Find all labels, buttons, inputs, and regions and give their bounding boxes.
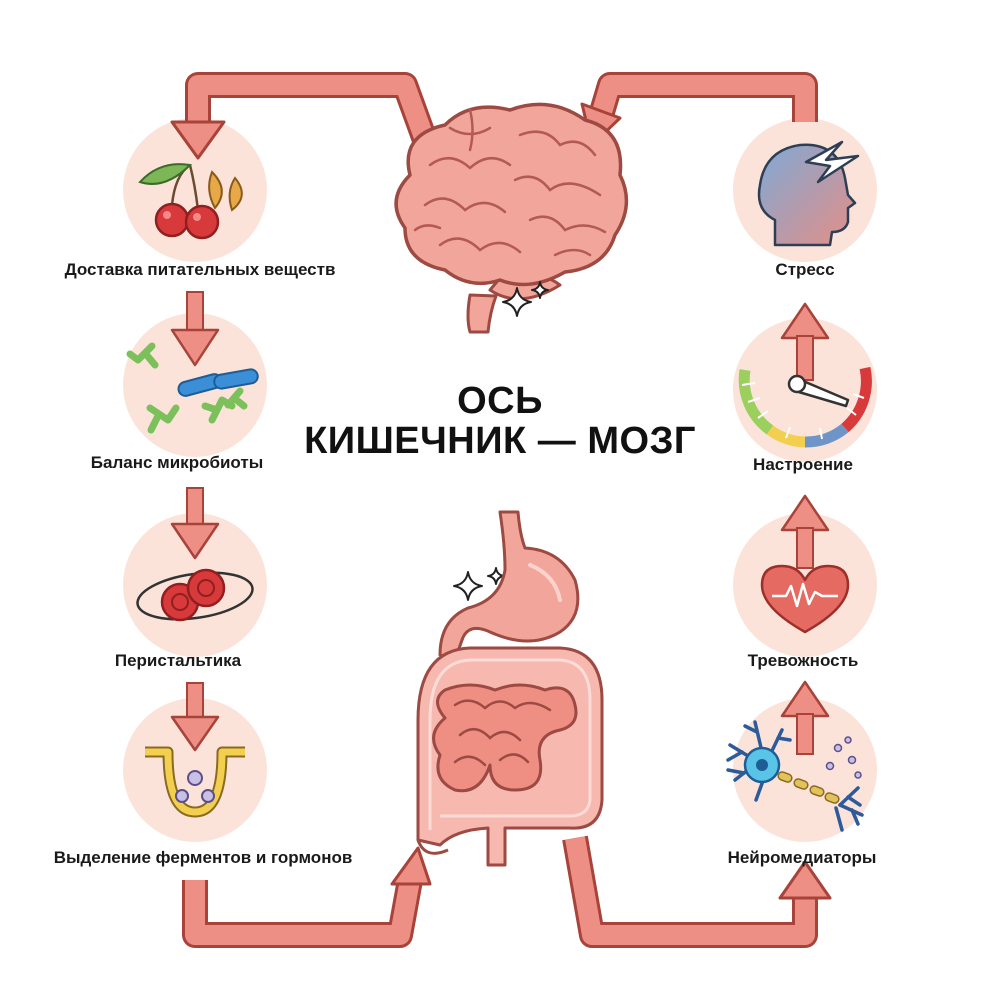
label-stress: Стресс xyxy=(775,260,835,279)
title-line-1: ОСЬ xyxy=(457,380,543,422)
arrow-down-1 xyxy=(170,291,220,367)
bacteria-icon xyxy=(126,342,259,434)
cells-icon xyxy=(136,568,254,622)
mood-gauge-icon xyxy=(738,366,872,448)
heart-pulse-icon xyxy=(760,564,850,634)
title-line-2: КИШЕЧНИК — МОЗГ xyxy=(304,420,696,462)
label-anxiety: Тревожность xyxy=(747,651,859,670)
loop-arrow-gut-to-neurotransmitters xyxy=(562,835,832,948)
brain-icon xyxy=(394,102,629,334)
label-microbiota-balance: Баланс микробиоты xyxy=(90,453,264,472)
neuron-icon xyxy=(726,720,864,832)
label-nutrient-delivery: Доставка питательных веществ xyxy=(64,260,336,279)
arrow-up-2 xyxy=(780,494,830,569)
stressed-head-icon xyxy=(757,140,860,247)
arrow-down-2 xyxy=(170,487,220,560)
label-peristalsis: Перистальтика xyxy=(114,651,242,670)
digestive-system-icon xyxy=(416,510,604,867)
secretion-icon xyxy=(145,746,245,818)
label-enzymes-hormones: Выделение ферментов и гормонов xyxy=(53,848,353,867)
loop-arrow-secretion-to-gut xyxy=(182,846,432,948)
label-neurotransmitters: Нейромедиаторы xyxy=(727,848,877,867)
sparkle-icon xyxy=(453,281,549,601)
arrow-up-3 xyxy=(780,680,830,755)
label-mood: Настроение xyxy=(753,455,853,474)
cherries-icon xyxy=(138,163,243,240)
loop-arrow-brain-to-nutrients xyxy=(170,72,438,160)
arrow-down-3 xyxy=(170,682,220,752)
